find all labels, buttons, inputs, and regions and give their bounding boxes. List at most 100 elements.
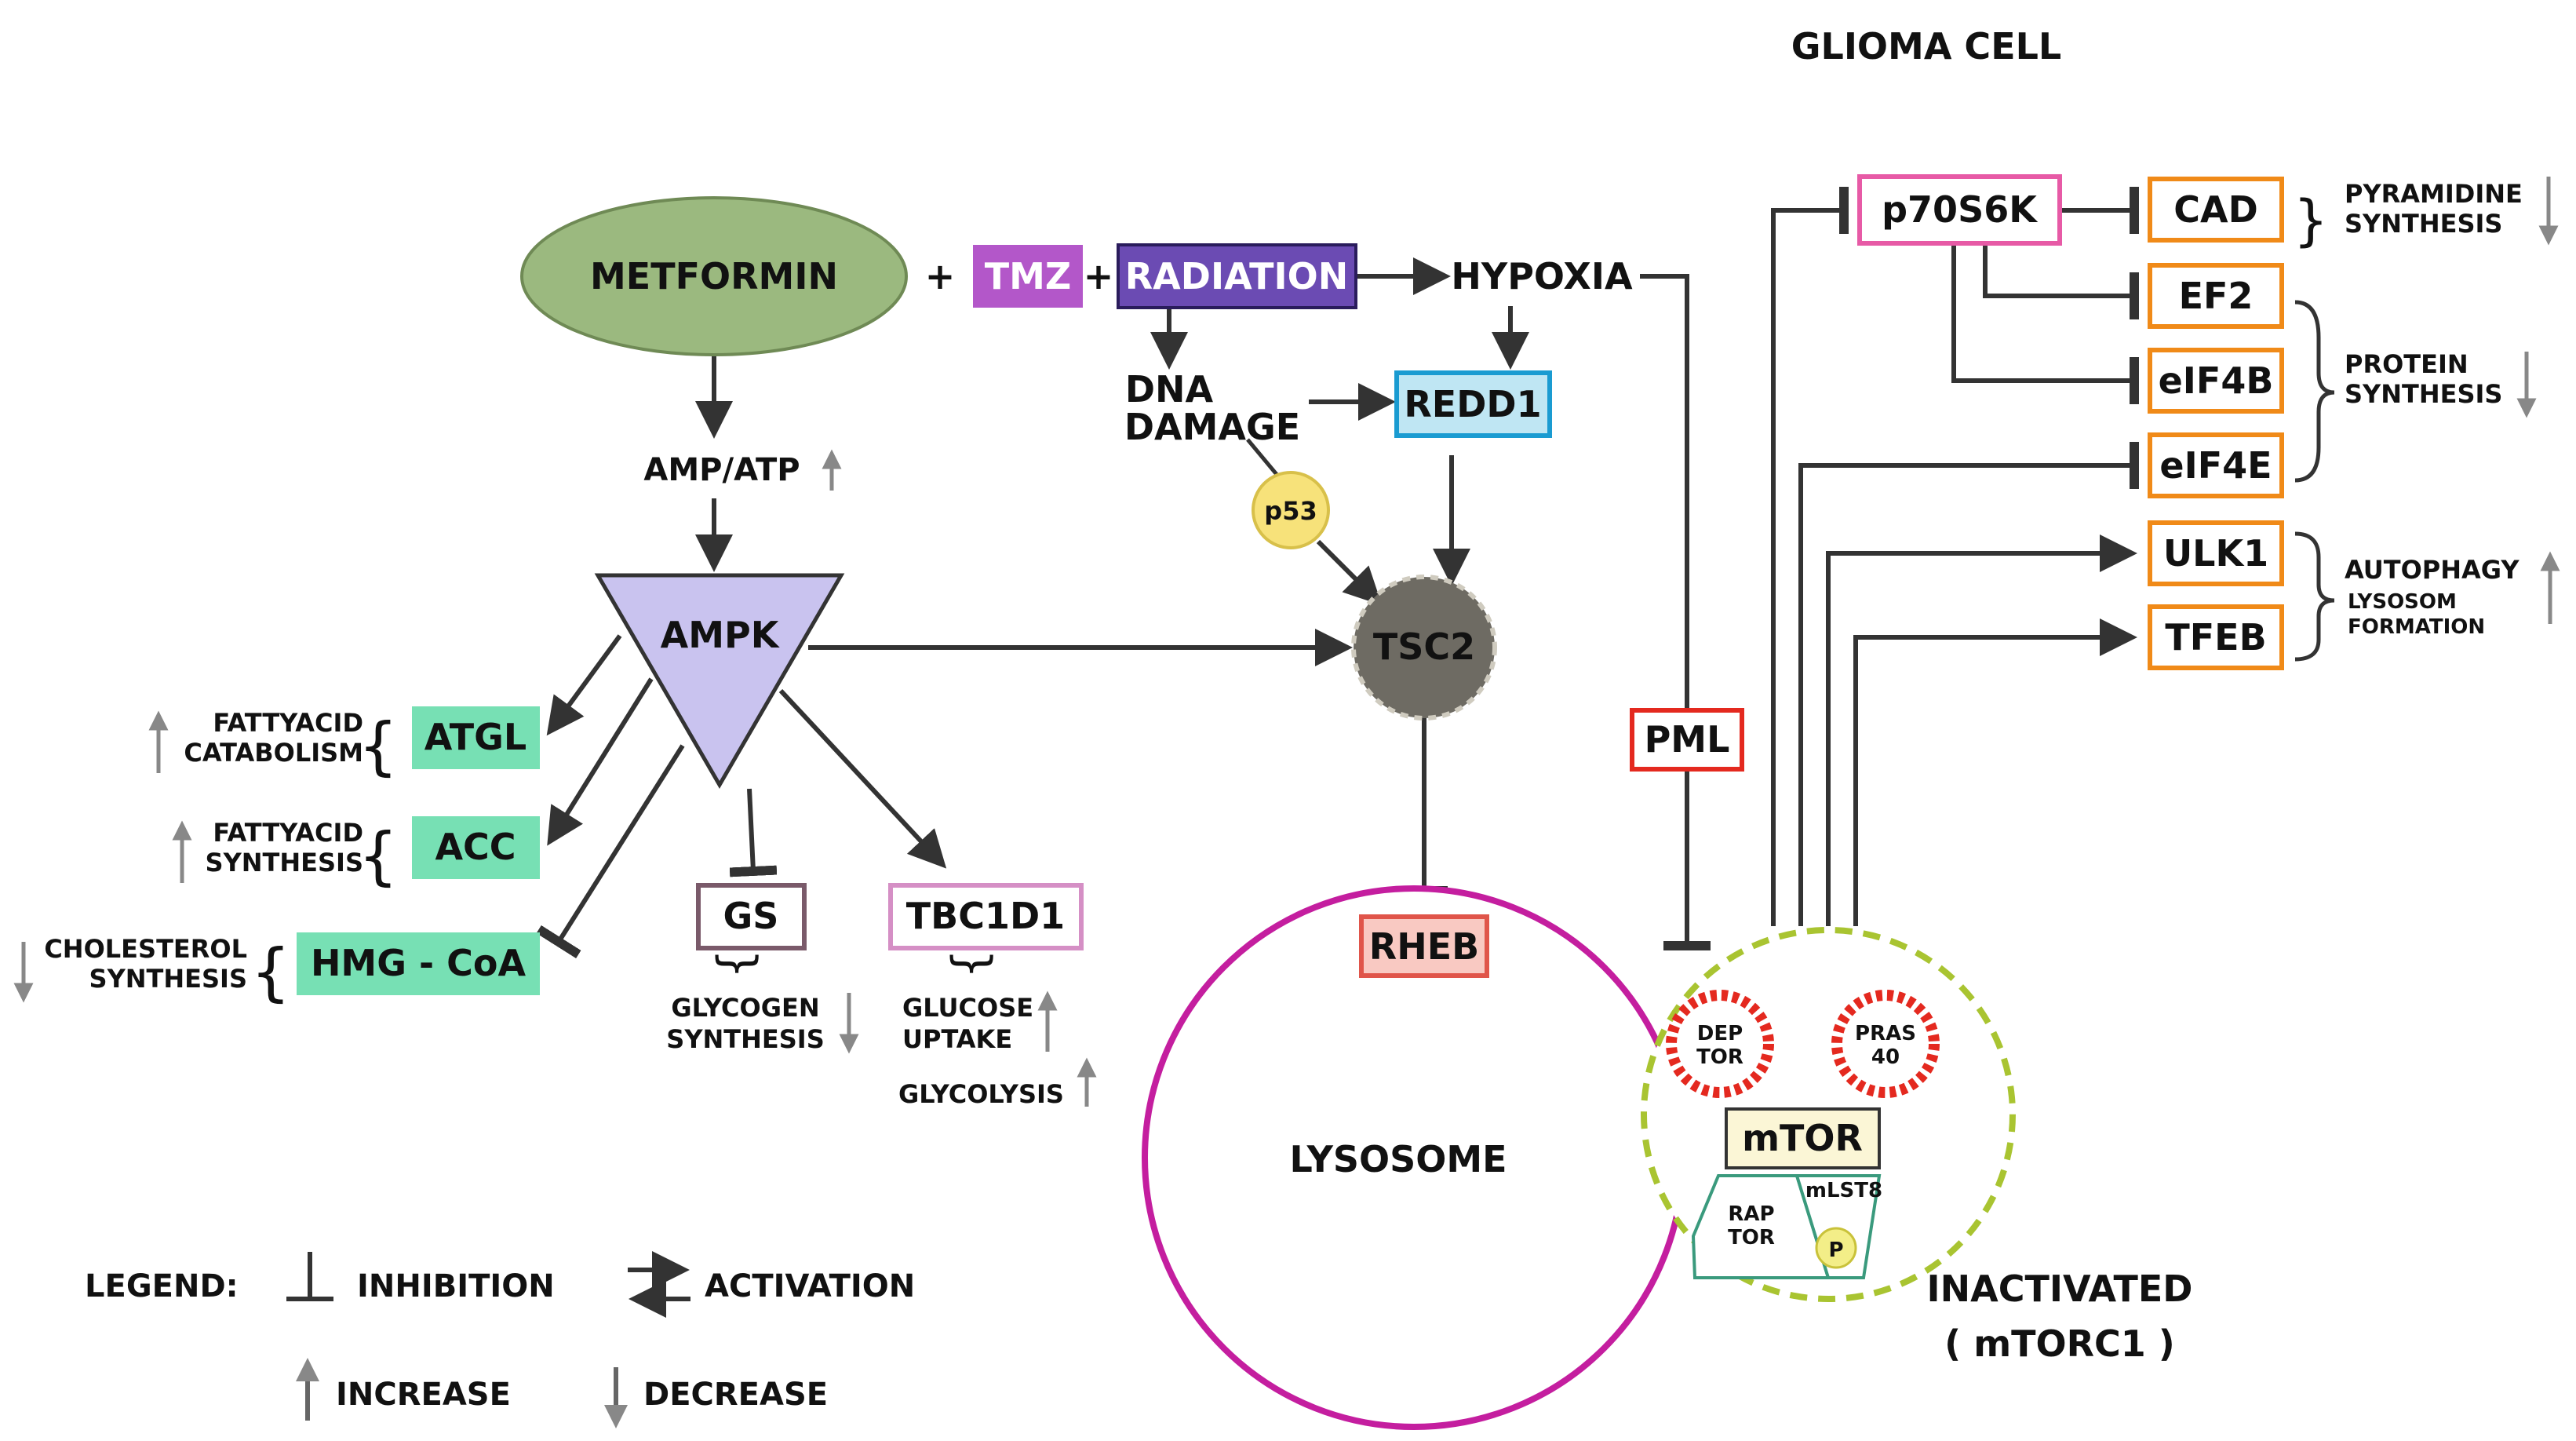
fatty-catabolism-brace: { xyxy=(359,710,399,783)
edge-mtorc1-p70s6k xyxy=(1771,187,1849,926)
mlst8-label: mLST8 xyxy=(1805,1179,1882,1202)
ampk-node xyxy=(594,573,845,789)
hmg-coa-label: HMG - CoA xyxy=(311,942,526,984)
atgl-node xyxy=(412,706,540,769)
glucose-line1: GLUCOSE xyxy=(902,993,1033,1023)
cholesterol-brace: { xyxy=(251,936,291,1009)
tbc1d1-label: TBC1D1 xyxy=(906,895,1065,937)
raptor-node xyxy=(1691,1174,1831,1279)
eif4e-node xyxy=(2148,432,2284,498)
deptor-line1: DEP xyxy=(1697,1022,1743,1045)
legend-increase: INCREASE xyxy=(336,1377,511,1413)
glycogen-brace: { xyxy=(708,949,763,979)
cad-node xyxy=(2148,177,2284,243)
p70s6k-node xyxy=(1857,174,2062,246)
cad-label: CAD xyxy=(2173,188,2258,231)
ampk-label: AMPK xyxy=(661,614,781,656)
autophagy-line2: LYSOSOM xyxy=(2348,590,2457,614)
acc-label: ACC xyxy=(435,826,516,868)
legend-title: LEGEND: xyxy=(85,1268,239,1304)
hmg-coa-node xyxy=(297,932,540,995)
legend-activation: ACTIVATION xyxy=(705,1268,915,1304)
protein-line1: PROTEIN xyxy=(2345,349,2469,379)
deptor-line2: TOR xyxy=(1696,1045,1743,1069)
eif4b-label: eIF4B xyxy=(2159,359,2274,402)
ulk1-label: ULK1 xyxy=(2163,532,2268,575)
cholesterol-line1: CHOLESTEROL xyxy=(44,934,247,964)
eif4e-label: eIF4E xyxy=(2159,444,2272,487)
ulk1-node xyxy=(2148,520,2284,586)
edge-hypoxia-mtorc1 xyxy=(1640,274,1711,950)
edge-mtorc1-eif4e xyxy=(1798,442,2139,926)
tmz-label: TMZ xyxy=(985,255,1072,297)
autophagy-brace xyxy=(2294,531,2335,662)
autophagy-line3: FORMATION xyxy=(2348,615,2485,639)
edge-p70s6k-ef2 xyxy=(1983,245,2139,319)
mtor-node xyxy=(1725,1107,1881,1169)
plus-sign-1: + xyxy=(925,255,956,297)
pml-node xyxy=(1630,708,1744,772)
lysosome-label: LYSOSOME xyxy=(1289,1138,1507,1180)
edge-ampk-acc xyxy=(547,677,654,846)
atgl-label: ATGL xyxy=(424,716,526,758)
tsc2-label: TSC2 xyxy=(1373,626,1475,668)
edge-p70s6k-eif4b xyxy=(1951,245,2139,404)
fatty-catabolism-line2: CATABOLISM xyxy=(184,738,363,768)
ef2-label: EF2 xyxy=(2179,275,2254,317)
edge-mtorc1-tfeb xyxy=(1853,618,2137,926)
edge-ampk-hmg xyxy=(536,744,685,959)
amp-atp-label: AMP/ATP xyxy=(643,452,800,488)
deptor-node xyxy=(1666,990,1774,1098)
gs-node xyxy=(696,883,807,950)
phospho-label: P xyxy=(1828,1239,1843,1262)
gs-label: GS xyxy=(723,895,779,937)
rheb-node xyxy=(1359,914,1489,978)
raptor-line1: RAP xyxy=(1728,1202,1774,1226)
glucose-line2: UPTAKE xyxy=(902,1024,1012,1054)
pras40-node xyxy=(1831,990,1940,1098)
mtorc1-label-2: ( mTORC1 ) xyxy=(1944,1322,2175,1365)
p53-node xyxy=(1252,471,1330,549)
glycolysis-label: GLYCOLYSIS xyxy=(898,1079,1064,1109)
legend-decrease: DECREASE xyxy=(643,1377,828,1413)
tfeb-label: TFEB xyxy=(2165,616,2266,658)
p53-label: p53 xyxy=(1264,496,1317,526)
mtorc1-label-1: INACTIVATED xyxy=(1927,1268,2193,1310)
radiation-label: RADIATION xyxy=(1125,255,1348,297)
edge-ampk-tbc1d1 xyxy=(778,688,947,869)
ef2-node xyxy=(2148,263,2284,329)
hypoxia-label: HYPOXIA xyxy=(1451,255,1633,297)
pras40-line2: 40 xyxy=(1871,1045,1900,1069)
pyramidine-line1: PYRAMIDINE xyxy=(2345,179,2523,209)
phospho-node xyxy=(1815,1227,1857,1269)
acc-node xyxy=(412,816,540,879)
mtor-label: mTOR xyxy=(1742,1117,1863,1159)
metformin-node xyxy=(520,196,908,356)
glycogen-line1: GLYCOGEN xyxy=(671,993,819,1023)
pml-label: PML xyxy=(1645,718,1730,761)
plus-sign-2: + xyxy=(1084,255,1114,297)
glycogen-line2: SYNTHESIS xyxy=(666,1024,824,1054)
diagram-title: GLIOMA CELL xyxy=(1791,25,2061,67)
redd1-node xyxy=(1394,370,1552,438)
pras40-line1: PRAS xyxy=(1855,1022,1916,1045)
redd1-label: REDD1 xyxy=(1404,383,1541,425)
p70s6k-label: p70S6K xyxy=(1882,188,2039,231)
tsc2-node xyxy=(1351,575,1497,720)
edge-ampk-atgl xyxy=(546,634,622,736)
edge-mtorc1-ulk1 xyxy=(1826,534,2137,926)
autophagy-line1: AUTOPHAGY xyxy=(2345,555,2520,585)
edge-ampk-gs xyxy=(729,788,778,877)
radiation-node xyxy=(1117,243,1357,309)
protein-line2: SYNTHESIS xyxy=(2345,379,2502,409)
metformin-label: METFORMIN xyxy=(590,255,838,297)
raptor-line2: TOR xyxy=(1728,1226,1775,1249)
tfeb-node xyxy=(2148,604,2284,670)
fatty-synthesis-line1: FATTYACID xyxy=(213,818,363,848)
dna-label-line2: DAMAGE xyxy=(1124,406,1300,448)
dna-label-line1: DNA xyxy=(1125,368,1214,410)
glucose-brace: { xyxy=(942,949,997,979)
fatty-synthesis-brace: { xyxy=(359,819,399,892)
fatty-synthesis-line2: SYNTHESIS xyxy=(206,848,363,877)
